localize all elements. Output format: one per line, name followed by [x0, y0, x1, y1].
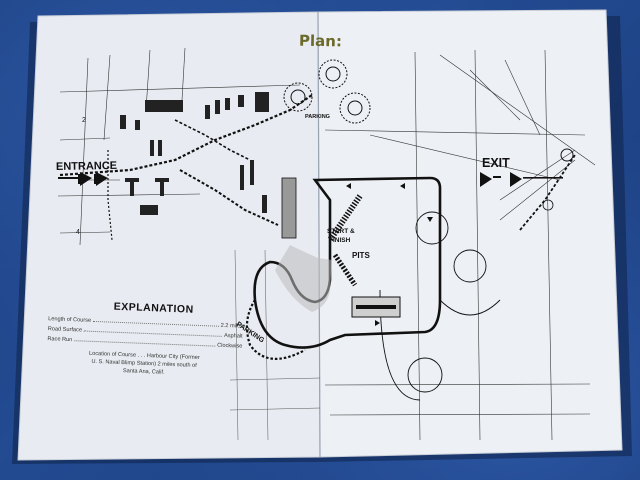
leader-dots: [93, 320, 219, 327]
race-course: [245, 176, 442, 360]
svg-text:2: 2: [82, 117, 86, 124]
course-map: [57, 47, 596, 441]
circles-top: [283, 59, 371, 124]
start-finish-label-line1: START &: [327, 228, 355, 235]
right-page: [317, 9, 623, 458]
circles-right: [379, 211, 501, 401]
pits-label: PITS: [352, 251, 370, 260]
parking-label-top: PARKING: [305, 114, 330, 120]
parking-arc: [245, 299, 306, 360]
railway-left: [59, 94, 313, 177]
explanation-panel: EXPLANATION Length of Course 2.2 miles R…: [41, 298, 264, 380]
left-page: [17, 11, 321, 461]
entrance-label: ENTRANCE: [56, 160, 117, 173]
exit-arrows: [480, 172, 563, 187]
explanation-row-label: Race Run: [47, 336, 73, 344]
start-finish-label-line2: FINISH: [329, 237, 351, 244]
street-grid-bottom: [229, 249, 321, 441]
exit-label: EXIT: [482, 156, 510, 170]
grid-numbers: 2 4: [76, 117, 86, 236]
leader-dots: [83, 330, 223, 337]
leader-dots: [74, 340, 216, 347]
explanation-row-value: Asphalt: [223, 332, 243, 340]
svg-text:4: 4: [76, 229, 80, 236]
spine: [317, 11, 321, 458]
street-grid-right: [324, 49, 596, 441]
explanation-row-label: Road Surface: [47, 326, 83, 334]
buildings-left: [120, 92, 269, 215]
explanation-row-value: Clockwise: [216, 342, 243, 350]
explanation-row-value: 2.2 miles: [220, 322, 244, 330]
entrance-arrows: [58, 172, 108, 186]
page-title: Plan:: [298, 31, 343, 51]
explanation-row-label: Length of Course: [48, 316, 92, 324]
